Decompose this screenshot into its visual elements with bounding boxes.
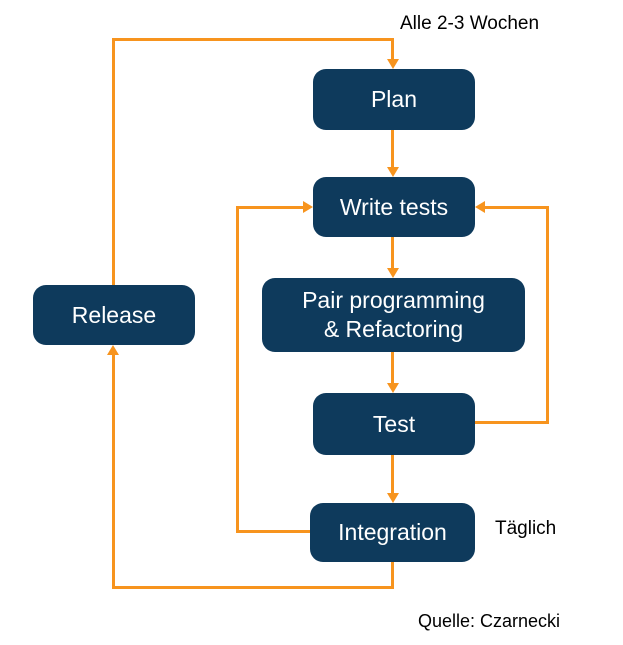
- arrowhead-down-icon: [387, 493, 399, 503]
- node-test-label: Test: [372, 410, 416, 437]
- arrow-segment: [236, 206, 239, 533]
- arrow-segment: [236, 206, 304, 209]
- node-plan-label: Plan: [370, 86, 418, 112]
- arrow-segment: [475, 421, 549, 424]
- node-integration-label: Integration: [338, 519, 447, 545]
- arrow-segment: [112, 354, 115, 589]
- arrow-segment: [236, 530, 310, 533]
- node-pair-programming: Pair programming & Refactoring: [262, 278, 525, 352]
- arrowhead-up-icon: [107, 345, 119, 355]
- arrow-segment: [391, 455, 394, 493]
- arrow-segment: [391, 352, 394, 383]
- arrow-segment: [112, 38, 394, 41]
- arrow-segment: [391, 130, 394, 168]
- pair-line1: Pair programming: [302, 287, 485, 313]
- arrow-segment: [391, 38, 394, 60]
- pair-line2: & Refactoring: [323, 316, 464, 342]
- source-label: Quelle: Czarnecki: [418, 611, 561, 631]
- arrowhead-down-icon: [387, 383, 399, 393]
- arrow-segment: [391, 562, 394, 589]
- node-integration: Integration: [310, 503, 475, 562]
- daily-label: Täglich: [495, 518, 557, 539]
- arrow-segment: [485, 206, 548, 209]
- node-plan: Plan: [313, 69, 475, 130]
- arrow-segment: [112, 586, 394, 589]
- node-write-tests-label: Write tests: [339, 193, 449, 220]
- node-write-tests: Write tests: [313, 177, 475, 237]
- arrow-segment: [112, 38, 115, 285]
- arrowhead-down-icon: [387, 59, 399, 69]
- arrowhead-left-icon: [475, 201, 485, 213]
- arrowhead-down-icon: [387, 167, 399, 177]
- node-test: Test: [313, 393, 475, 455]
- node-release-label: Release: [71, 301, 157, 328]
- arrowhead-right-icon: [303, 201, 313, 213]
- node-pair-programming-label: Pair programming & Refactoring: [302, 286, 485, 344]
- node-release: Release: [33, 285, 195, 345]
- cycle-label: Alle 2-3 Wochen: [400, 13, 540, 34]
- arrowhead-down-icon: [387, 268, 399, 278]
- arrow-segment: [546, 206, 549, 424]
- arrow-segment: [391, 237, 394, 268]
